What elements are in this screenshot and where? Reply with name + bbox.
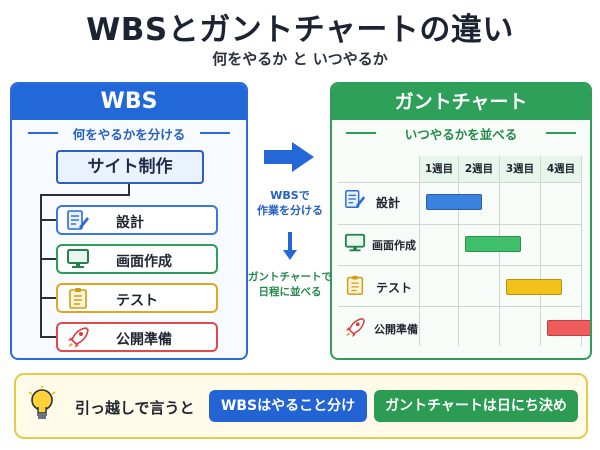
monitor-icon xyxy=(67,249,89,268)
gantt-task-label: テスト xyxy=(376,281,413,295)
tree-connector xyxy=(40,297,56,299)
monitor-icon xyxy=(344,233,366,252)
tree-connector xyxy=(40,336,56,338)
wbs-node-label: 公開準備 xyxy=(116,332,172,348)
grid-line xyxy=(581,156,582,346)
tree-connector xyxy=(128,184,130,196)
step1-line: 作業を分ける xyxy=(257,204,323,217)
grid-line xyxy=(338,182,582,183)
divider xyxy=(28,132,58,134)
step2-note: ガントチャートで 日程に並べる xyxy=(248,270,332,300)
wbs-root-node: サイト制作 xyxy=(56,150,204,184)
gantt-task-label: 画面作成 xyxy=(372,239,416,252)
gantt-task-label: 公開準備 xyxy=(374,323,418,336)
wbs-node-design: 設計 xyxy=(56,205,218,235)
divider xyxy=(546,132,576,134)
wbs-node-label: テスト xyxy=(116,293,158,309)
step1-note: WBSで 作業を分ける xyxy=(250,188,330,218)
wbs-node-screen: 画面作成 xyxy=(56,244,218,274)
week-header: 3週目 xyxy=(500,156,540,182)
rocket-icon xyxy=(68,327,89,348)
wbs-node-label: 設計 xyxy=(116,215,144,231)
clipboard-checklist-icon xyxy=(346,275,364,295)
step1-line: WBSで xyxy=(270,189,310,202)
wbs-node-launch: 公開準備 xyxy=(56,322,218,352)
week-header: 1週目 xyxy=(420,156,458,182)
gantt-panel-title: ガントチャート xyxy=(332,84,590,120)
wbs-node-test: テスト xyxy=(56,283,218,313)
week-header: 2週目 xyxy=(459,156,499,182)
rocket-icon xyxy=(345,317,365,338)
summary-lead: 引っ越しで言うと xyxy=(75,399,195,417)
step2-line: 日程に並べる xyxy=(258,286,322,298)
document-pencil-icon xyxy=(345,190,366,208)
tree-connector xyxy=(40,194,42,337)
down-arrow-icon xyxy=(283,232,297,260)
grid-line xyxy=(338,224,582,225)
wbs-panel: WBS 何をやるかを分ける サイト制作 設計 画面作成 xyxy=(10,82,248,360)
wbs-panel-subtitle: 何をやるかを分ける xyxy=(72,127,186,142)
divider xyxy=(346,132,376,134)
right-arrow-icon xyxy=(264,142,314,172)
tree-connector xyxy=(40,194,130,196)
wbs-summary-pill: WBSはやること分け xyxy=(209,390,367,422)
page-title: WBSとガントチャートの違い xyxy=(86,12,514,48)
gantt-bar xyxy=(506,279,562,295)
gantt-task-label: 設計 xyxy=(376,196,401,210)
tree-connector xyxy=(40,219,56,221)
clipboard-checklist-icon xyxy=(69,288,87,309)
grid-line xyxy=(338,306,582,307)
document-pencil-icon xyxy=(67,210,89,230)
gantt-bar xyxy=(547,320,590,336)
grid-line xyxy=(458,156,459,346)
grid-line xyxy=(419,156,420,346)
lightbulb-icon xyxy=(28,386,56,419)
gantt-summary-pill: ガントチャートは日にち決め xyxy=(374,390,578,422)
gantt-panel: ガントチャート いつやるかを並べる 1週目 2週目 3週目 4週目 設計 画面作… xyxy=(330,82,592,360)
step2-line: ガントチャートで xyxy=(248,271,332,283)
page-subtitle: 何をやるか と いつやるか xyxy=(212,50,388,68)
divider xyxy=(200,132,230,134)
grid-line xyxy=(540,156,541,346)
wbs-panel-title: WBS xyxy=(12,84,246,120)
gantt-bar xyxy=(426,194,482,210)
week-header: 4週目 xyxy=(541,156,581,182)
gantt-bar xyxy=(465,236,521,252)
tree-connector xyxy=(40,258,56,260)
wbs-node-label: 画面作成 xyxy=(116,254,172,270)
gantt-panel-subtitle: いつやるかを並べる xyxy=(404,127,518,142)
grid-line xyxy=(338,265,582,266)
